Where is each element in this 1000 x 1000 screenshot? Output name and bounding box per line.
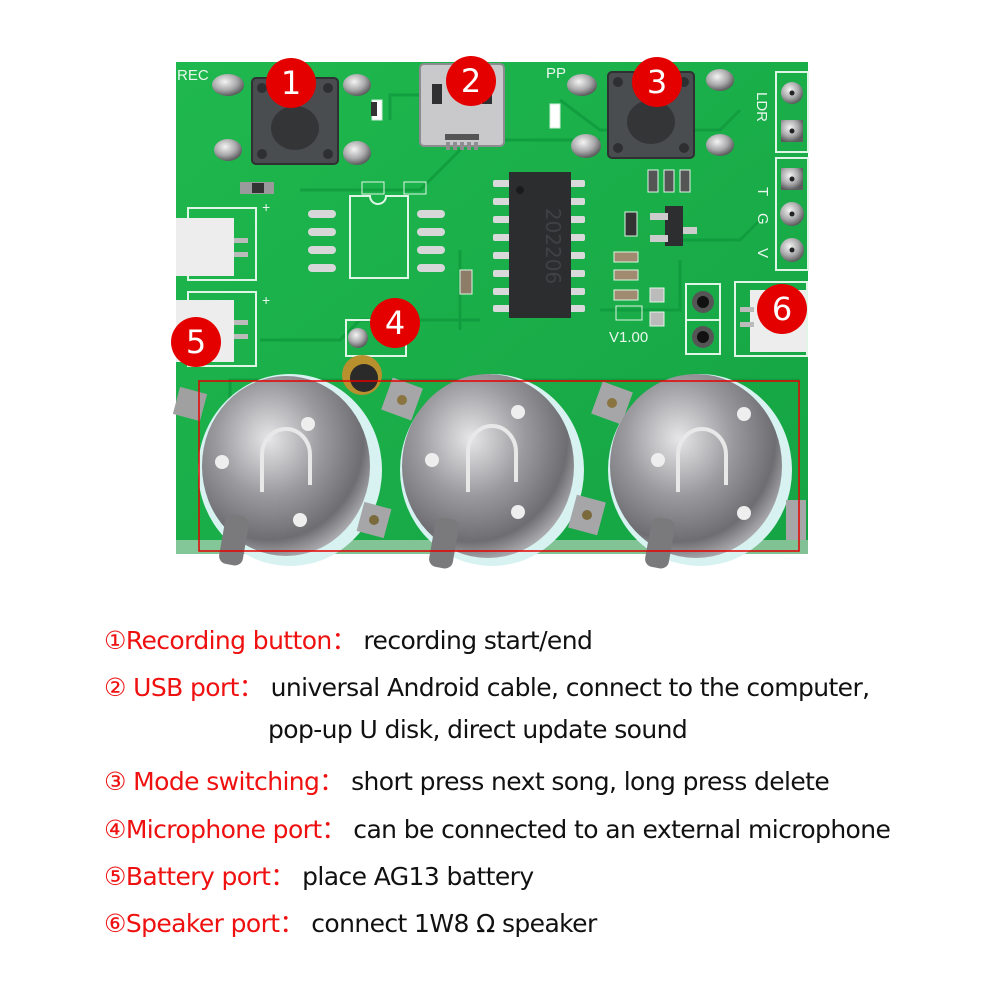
legend-item-speaker: ⑥Speaker port： connect 1W8 Ω speaker bbox=[104, 904, 597, 940]
legend-num: ⑥ bbox=[104, 909, 126, 938]
silk-v: V bbox=[754, 248, 771, 258]
legend-item-battery: ⑤Battery port： place AG13 battery bbox=[104, 857, 534, 893]
pcb-board: 202206 bbox=[172, 62, 809, 569]
legend-label: Microphone port： bbox=[125, 815, 347, 844]
battery-holders bbox=[172, 374, 806, 569]
rec-button-component bbox=[212, 74, 371, 165]
svg-text:+: + bbox=[262, 292, 270, 308]
marker-6: 6 bbox=[757, 284, 807, 334]
legend-item-recording: ①Recording button： recording start/end bbox=[104, 621, 593, 657]
svg-text:+: + bbox=[262, 199, 270, 215]
legend-desc: connect 1W8 Ω speaker bbox=[311, 909, 597, 938]
marker-4: 4 bbox=[370, 298, 420, 348]
right-header bbox=[775, 71, 809, 271]
silk-version: V1.00 bbox=[609, 329, 648, 346]
legend-num: ④ bbox=[104, 815, 126, 844]
silk-rec: REC bbox=[177, 67, 209, 84]
marker-3: 3 bbox=[632, 57, 682, 107]
legend-num: ⑤ bbox=[104, 862, 126, 891]
silk-g: G bbox=[754, 213, 771, 225]
smd-components bbox=[240, 169, 697, 327]
main-chip: 202206 bbox=[493, 172, 585, 318]
dip-footprint bbox=[308, 195, 445, 279]
legend-desc: place AG13 battery bbox=[302, 862, 534, 891]
legend-item-usb-continued: pop-up U disk, direct update sound bbox=[268, 715, 688, 744]
legend-item-microphone: ④Microphone port： can be connected to an… bbox=[104, 810, 891, 846]
chip-marking: 202206 bbox=[541, 208, 565, 284]
legend-item-mode: ③ Mode switching： short press next song,… bbox=[104, 762, 830, 798]
marker-5: 5 bbox=[171, 317, 221, 367]
pcb-photo: 202206 bbox=[171, 56, 809, 569]
silk-t: T bbox=[754, 187, 771, 196]
legend-item-usb: ② USB port： universal Android cable, con… bbox=[104, 668, 870, 704]
legend-desc: short press next song, long press delete bbox=[351, 767, 830, 796]
marker-1: 1 bbox=[266, 58, 316, 108]
battery-highlight-box bbox=[198, 380, 800, 552]
legend-desc: universal Android cable, connect to the … bbox=[270, 673, 870, 702]
marker-2: 2 bbox=[446, 56, 496, 106]
legend-num: ② bbox=[104, 673, 134, 702]
legend-label: Recording button： bbox=[125, 626, 357, 655]
legend-label: USB port： bbox=[133, 673, 264, 702]
legend-desc: recording start/end bbox=[363, 626, 593, 655]
silk-ldr: LDR bbox=[753, 92, 770, 122]
legend-num: ① bbox=[104, 626, 126, 655]
battery-holder-1 bbox=[172, 374, 392, 566]
battery-holder-2 bbox=[381, 374, 606, 569]
legend-desc: can be connected to an external micropho… bbox=[353, 815, 891, 844]
battery-holder-3 bbox=[591, 374, 806, 569]
legend-label: Battery port： bbox=[125, 862, 296, 891]
legend-label: Mode switching： bbox=[133, 767, 344, 796]
through-holes bbox=[685, 283, 721, 355]
silk-pp: PP bbox=[546, 65, 566, 82]
legend-label: Speaker port： bbox=[125, 909, 305, 938]
legend-num: ③ bbox=[104, 767, 134, 796]
